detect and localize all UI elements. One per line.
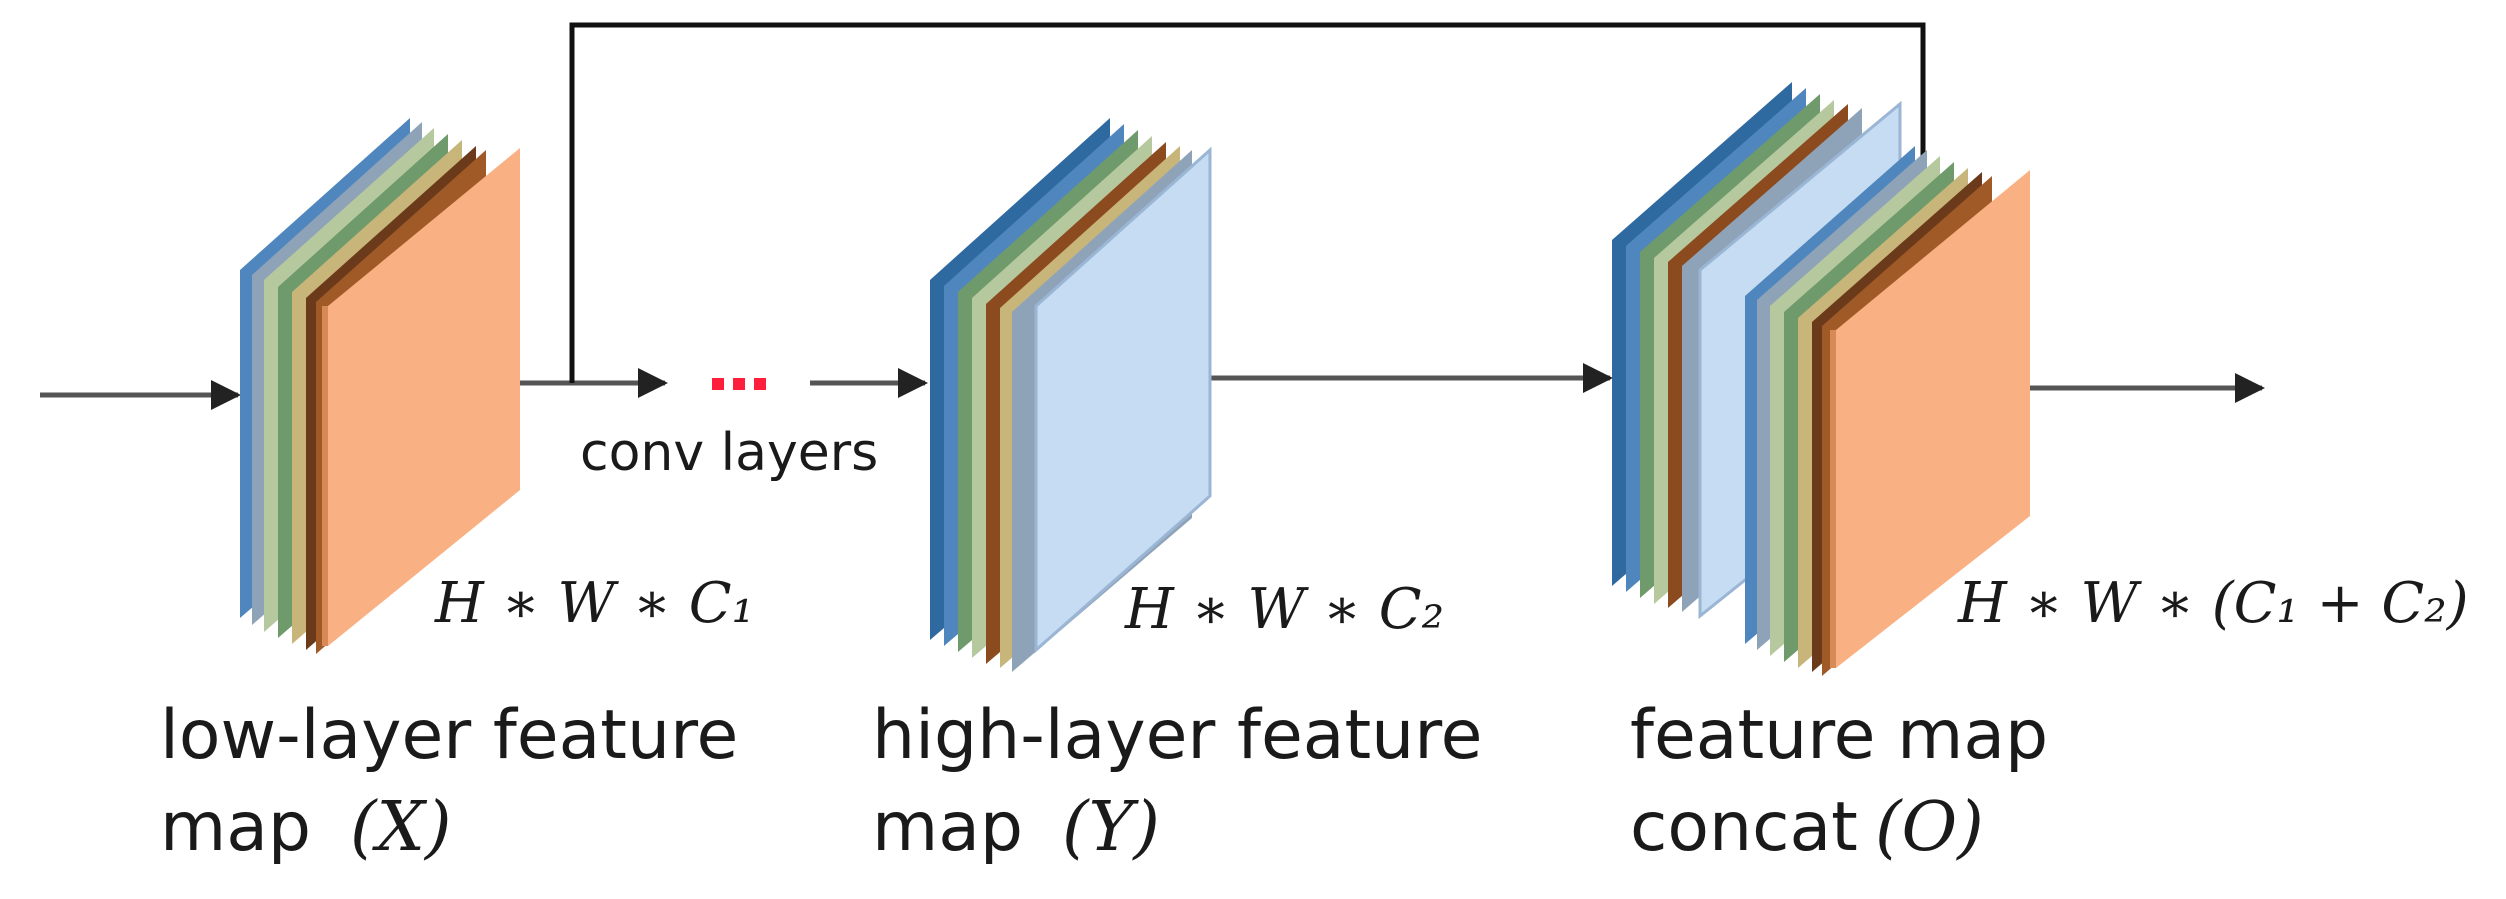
high-caption-symbol: (Y) xyxy=(1062,788,1160,867)
low-front-face xyxy=(328,148,520,646)
low-caption-line2: map xyxy=(160,788,311,867)
high-dim-label: H ∗ W ∗ C₂ xyxy=(1124,577,1444,642)
low-front-edge xyxy=(322,306,328,646)
high-feature-map-stack xyxy=(930,118,1212,672)
conv-label: conv layers xyxy=(580,423,878,483)
high-front-face xyxy=(1034,146,1212,654)
concat-dim-label: H ∗ W ∗ (C₁ + C₂) xyxy=(1957,571,2469,636)
concat-front-edge xyxy=(1830,330,1836,668)
high-caption-line1: high-layer feature xyxy=(872,696,1483,775)
low-dim-label: H ∗ W ∗ C₁ xyxy=(434,571,754,636)
concat-caption-symbol: (O) xyxy=(1875,788,1984,867)
low-caption-symbol: (X) xyxy=(350,788,451,867)
low-caption-line1: low-layer feature xyxy=(160,696,738,775)
skip-connection xyxy=(569,22,1926,383)
concat-caption-line2: concat xyxy=(1630,788,1858,867)
concat-feature-map-stack xyxy=(1612,82,2030,676)
concat-caption-line1: feature map xyxy=(1630,696,2048,775)
conv-dots xyxy=(712,378,766,390)
low-feature-map-stack xyxy=(240,118,520,654)
high-caption-line2: map xyxy=(872,788,1023,867)
concat-front-face xyxy=(1836,170,2030,668)
